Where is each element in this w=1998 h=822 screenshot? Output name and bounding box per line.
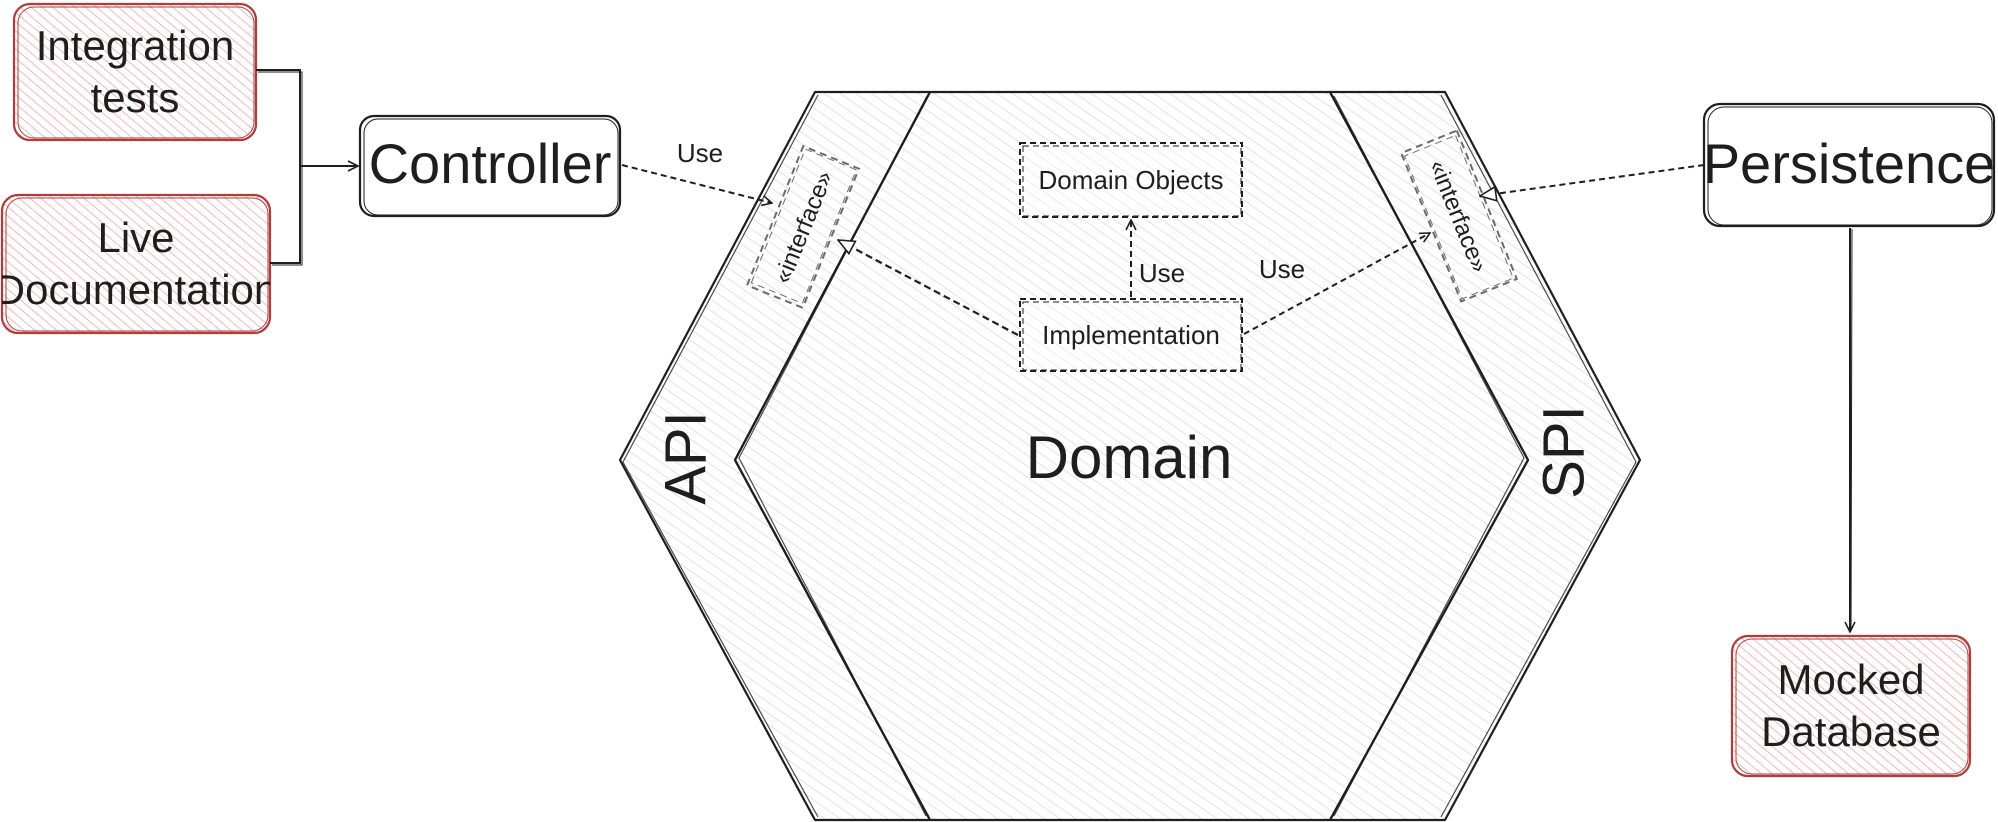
mocked-database-box: Mocked Database (1730, 634, 1972, 778)
controller-to-api-label: Use (677, 138, 723, 168)
domain-objects-label: Domain Objects (1039, 165, 1224, 195)
live-documentation-label: Live Documentation (2, 214, 270, 313)
implementation-to-spi-arrow: Use (1243, 232, 1430, 335)
implementation-to-domain-objects-arrow: Use (1131, 220, 1185, 297)
persistence-label: Persistence (1703, 132, 1996, 195)
implementation-to-domain-objects-label: Use (1139, 258, 1185, 288)
domain-label: Domain (1026, 424, 1233, 491)
implementation-to-spi-label: Use (1259, 254, 1305, 284)
hexagon: API Domain SPI (618, 90, 1642, 822)
implementation-label: Implementation (1042, 320, 1220, 350)
integration-tests-label: Integration tests (35, 22, 235, 121)
api-label: API (653, 411, 718, 505)
tests-to-controller-connector (256, 69, 358, 266)
spi-band (1328, 90, 1642, 822)
controller-label: Controller (369, 132, 612, 195)
integration-tests-box: Integration tests (12, 2, 258, 142)
mocked-database-label: Mocked Database (1761, 656, 1941, 755)
controller-box: Controller (358, 114, 622, 218)
persistence-to-spi-interface-arrow (1480, 164, 1705, 196)
implementation-to-api-interface-arrow (838, 239, 1019, 336)
live-documentation-box: Live Documentation (0, 193, 272, 335)
persistence-box: Persistence (1703, 102, 1996, 228)
spi-label: SPI (1531, 405, 1596, 499)
persistence-to-database-arrow (1850, 228, 1852, 632)
domain-objects-box: Domain Objects (1019, 142, 1243, 218)
implementation-box: Implementation (1019, 298, 1243, 372)
controller-to-api-arrow: Use (621, 138, 772, 203)
